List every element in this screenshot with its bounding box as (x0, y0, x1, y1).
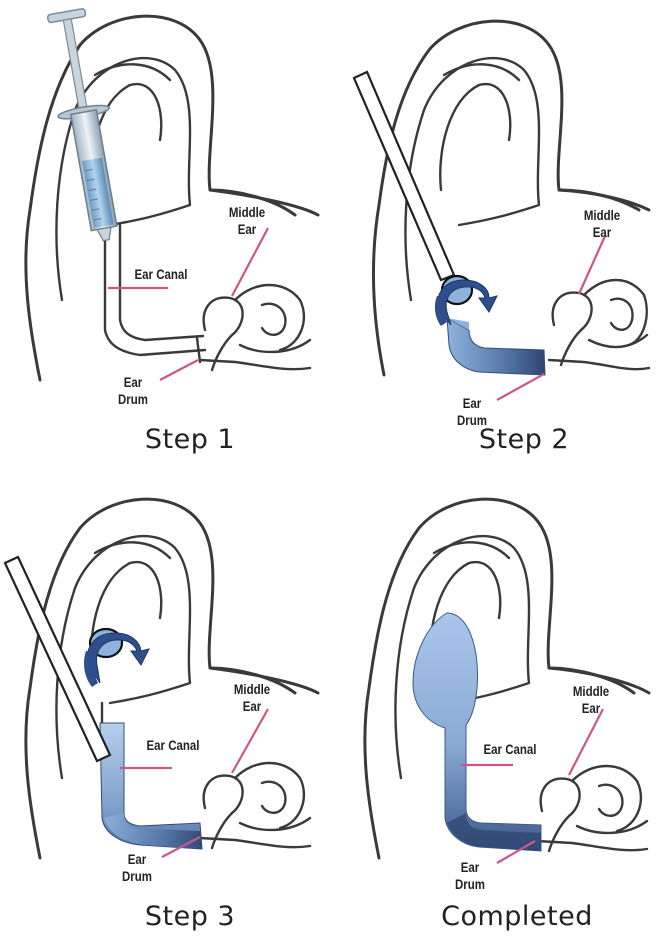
rotation-arrow (84, 629, 149, 687)
ear-diagram (0, 0, 329, 473)
step-label: Step 3 (80, 901, 300, 932)
applicator-stick (354, 72, 454, 280)
ear-canal-label: Ear Canal (127, 266, 194, 283)
step-label: Step 2 (414, 424, 634, 455)
panel-completed: Middle Ear Ear Canal Ear Drum Completed (329, 473, 658, 946)
step-label: Step 1 (80, 424, 300, 455)
pointer-lines (108, 228, 268, 380)
panel-step-1: Middle Ear Ear Canal Ear Drum Step 1 (0, 0, 329, 473)
ear-drum-label: Ear Drum (450, 859, 491, 893)
middle-ear-label: Middle Ear (218, 204, 275, 238)
middle-ear-label: Middle Ear (223, 681, 280, 715)
middle-ear-label: Middle Ear (573, 207, 630, 241)
ear-canal-fill (447, 318, 545, 375)
rotation-arrow (435, 276, 497, 326)
panel-step-3: Middle Ear Ear Canal Ear Drum Step 3 (0, 473, 329, 946)
step-label: Completed (407, 901, 627, 932)
ear-outline (365, 499, 649, 858)
ear-mold-fill (413, 613, 541, 851)
ear-drum-label: Ear Drum (113, 374, 154, 408)
ear-canal-label: Ear Canal (139, 737, 206, 754)
ear-canal-label: Ear Canal (476, 741, 543, 758)
syringe (40, 7, 131, 245)
ear-outline (26, 16, 318, 380)
ear-drum-label: Ear Drum (117, 851, 158, 885)
middle-ear-label: Middle Ear (562, 683, 619, 717)
panel-step-2: Middle Ear Ear Drum Step 2 (329, 0, 658, 473)
